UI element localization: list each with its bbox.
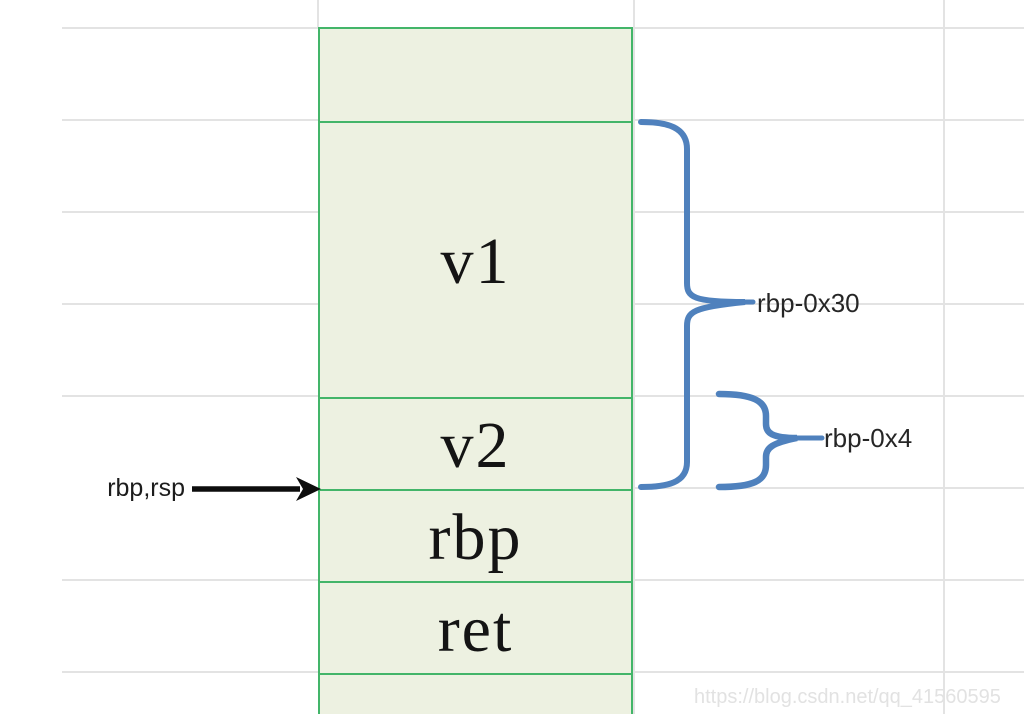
grid-hline bbox=[633, 27, 1024, 29]
stack-cell-rbp: rbp bbox=[320, 489, 631, 581]
pointer-label-rbp-rsp: rbp,rsp bbox=[107, 474, 185, 502]
grid-vline bbox=[943, 0, 945, 714]
grid-hline bbox=[62, 211, 318, 213]
grid-hline bbox=[62, 119, 318, 121]
grid-hline bbox=[62, 27, 318, 29]
inner-brace-label: rbp-0x4 bbox=[824, 423, 913, 453]
stack-cell-v2: v2 bbox=[320, 397, 631, 489]
stack-cell-ret: ret bbox=[320, 581, 631, 673]
stack-cell-v1: v1 bbox=[320, 121, 631, 397]
outer-brace-label: rbp-0x30 bbox=[757, 288, 860, 318]
grid-hline bbox=[62, 395, 318, 397]
grid-hline bbox=[633, 487, 1024, 489]
inner-brace bbox=[715, 390, 825, 491]
stack-cell-empty-bottom bbox=[320, 673, 631, 714]
grid-hline bbox=[62, 303, 318, 305]
grid-hline bbox=[62, 671, 318, 673]
grid-vline bbox=[317, 0, 319, 27]
grid-hline bbox=[633, 579, 1024, 581]
stack-column: v1 v2 rbp ret bbox=[318, 27, 633, 714]
grid-hline bbox=[633, 211, 1024, 213]
grid-hline bbox=[62, 579, 318, 581]
grid-hline bbox=[633, 119, 1024, 121]
grid-hline bbox=[633, 303, 1024, 305]
stack-cell-empty-top bbox=[320, 29, 631, 121]
grid-vline bbox=[633, 0, 635, 714]
grid-hline bbox=[633, 395, 1024, 397]
watermark-text: https://blog.csdn.net/qq_41560595 bbox=[694, 686, 1001, 708]
rbp-rsp-arrow bbox=[192, 477, 321, 501]
grid-hline bbox=[633, 671, 1024, 673]
